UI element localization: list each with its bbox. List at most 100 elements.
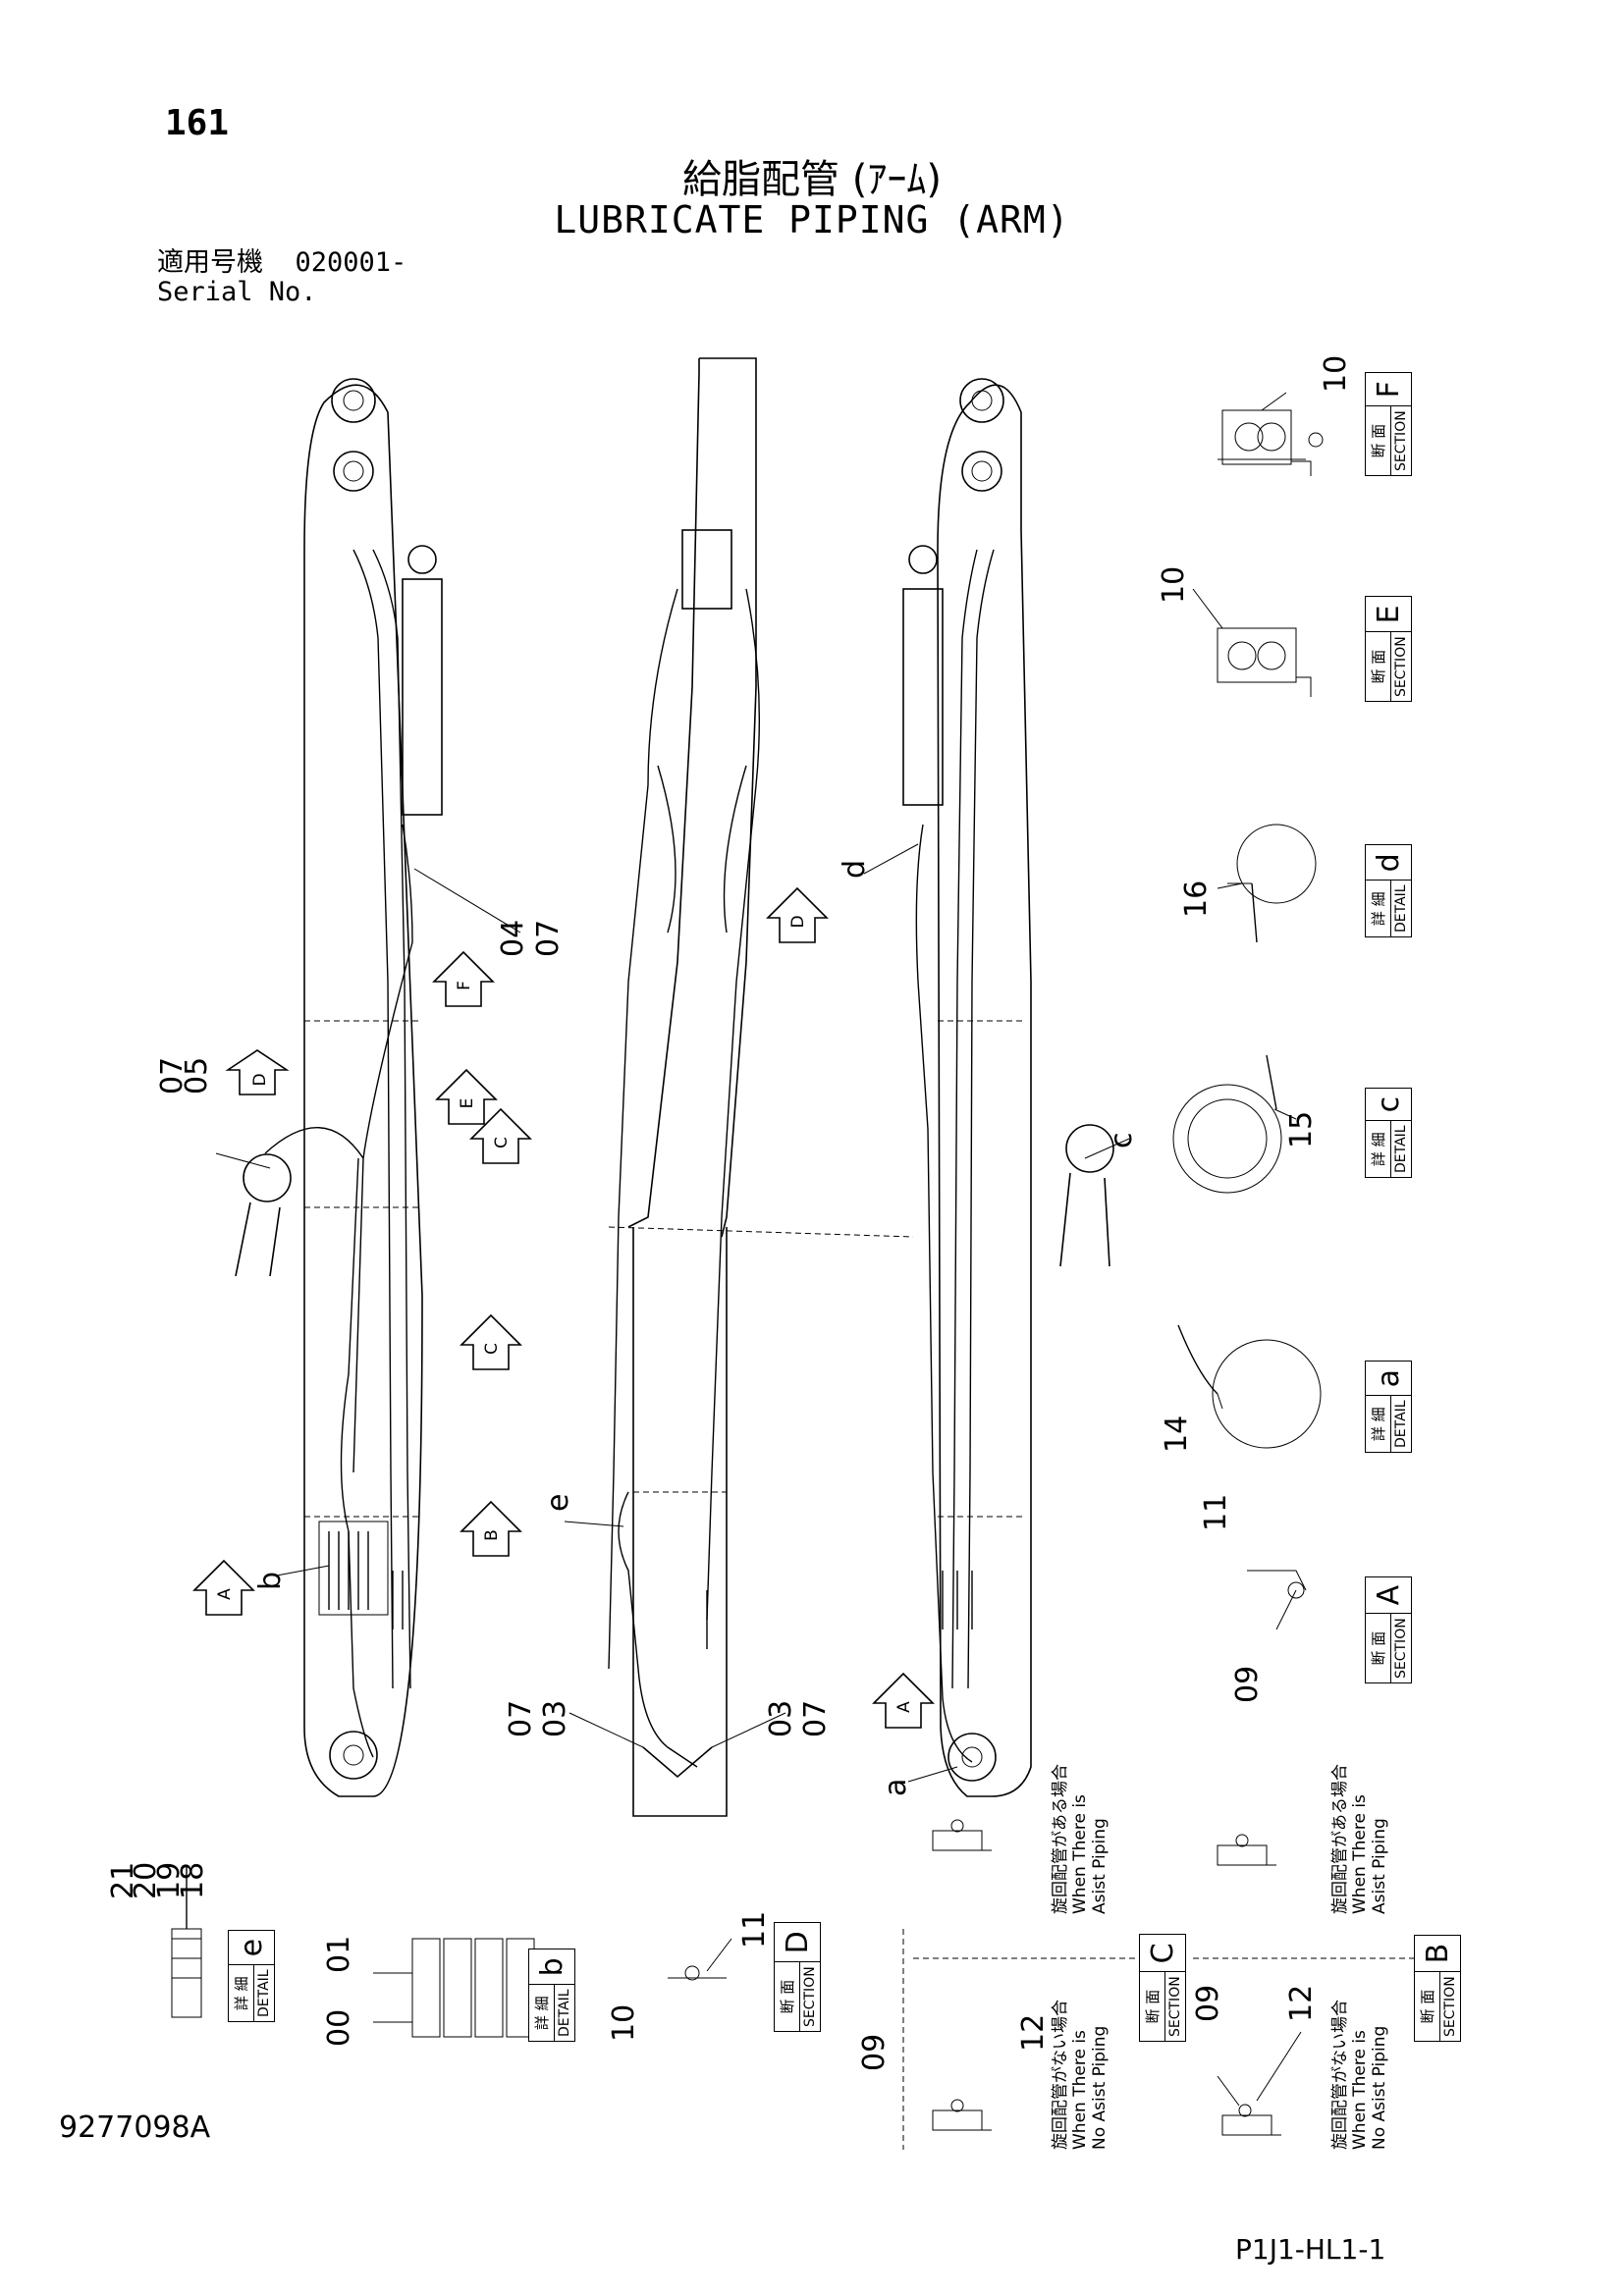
view-arrow-F: F bbox=[432, 950, 495, 1007]
svg-text:A: A bbox=[215, 1588, 235, 1600]
callout-d: d bbox=[838, 843, 919, 879]
svg-text:07: 07 bbox=[155, 1057, 189, 1095]
note-en2: No Asist Piping bbox=[1370, 2025, 1389, 2150]
svg-text:07: 07 bbox=[504, 1700, 538, 1737]
view-arrow-A-right: A bbox=[872, 1672, 935, 1729]
svg-text:A: A bbox=[894, 1701, 914, 1713]
label-jp: 詳 細 bbox=[1366, 1396, 1391, 1452]
svg-text:15: 15 bbox=[1284, 1111, 1319, 1148]
label-letter: c bbox=[1371, 1095, 1406, 1113]
svg-text:05: 05 bbox=[180, 1057, 214, 1095]
section-E-view: 10 bbox=[1157, 566, 1312, 697]
svg-text:19: 19 bbox=[152, 1862, 187, 1899]
label-en: SECTION bbox=[1167, 1976, 1183, 2037]
label-en: DETAIL bbox=[1393, 1125, 1409, 1173]
label-letter: D bbox=[780, 1931, 815, 1954]
label-jp: 詳 細 bbox=[229, 1965, 254, 2021]
label-en: DETAIL bbox=[256, 1969, 272, 2017]
svg-text:09: 09 bbox=[1230, 1666, 1265, 1703]
label-en: DETAIL bbox=[1393, 884, 1409, 933]
label-letter: e bbox=[234, 1938, 269, 1957]
view-arrow-B: B bbox=[460, 1500, 522, 1557]
label-en: SECTION bbox=[1393, 636, 1409, 697]
svg-text:09: 09 bbox=[857, 2034, 892, 2071]
section-C-with-assist bbox=[932, 1819, 992, 1851]
svg-text:07: 07 bbox=[798, 1700, 833, 1737]
section-C-no-assist: 09 12 bbox=[857, 2014, 1051, 2131]
svg-text:a: a bbox=[879, 1779, 913, 1796]
view-arrow-C-lower: C bbox=[460, 1313, 522, 1370]
label-jp: 断 面 bbox=[1140, 1972, 1165, 2041]
section-A-view: 11 09 bbox=[1199, 1494, 1307, 1703]
view-arrow-D-center: D bbox=[766, 886, 829, 943]
view-arrow-C-upper: C bbox=[469, 1107, 532, 1164]
label-en: SECTION bbox=[1442, 1976, 1458, 2037]
serial-label-jp: 適用号機 bbox=[157, 247, 263, 278]
svg-text:12: 12 bbox=[1284, 1985, 1319, 2022]
label-letter: A bbox=[1371, 1584, 1406, 1606]
label-letter: a bbox=[1371, 1369, 1406, 1388]
svg-text:C: C bbox=[492, 1137, 512, 1148]
section-B-with-assist bbox=[1217, 1834, 1276, 1866]
note-B-with-assist: 旋回配管がある場合 When There is Asist Piping bbox=[1330, 1764, 1389, 1914]
arm-side-view-right bbox=[902, 378, 1114, 1797]
title-japanese: 給脂配管 (ｱｰﾑ) bbox=[682, 157, 942, 202]
svg-text:16: 16 bbox=[1179, 881, 1214, 918]
svg-text:E: E bbox=[458, 1098, 477, 1109]
label-jp: 断 面 bbox=[775, 1962, 800, 2031]
svg-text:10: 10 bbox=[1157, 566, 1191, 604]
label-en: SECTION bbox=[1393, 410, 1409, 471]
note-C-no-assist: 旋回配管がない場合 When There is No Asist Piping bbox=[1051, 2000, 1110, 2150]
view-arrow-E: E bbox=[435, 1068, 498, 1125]
label-letter: C bbox=[1145, 1943, 1180, 1964]
svg-text:10: 10 bbox=[607, 2004, 641, 2042]
svg-text:e: e bbox=[541, 1494, 575, 1512]
callout-e: e bbox=[541, 1494, 624, 1527]
label-letter: F bbox=[1371, 381, 1406, 399]
svg-text:C: C bbox=[482, 1343, 502, 1355]
arm-side-view-left bbox=[235, 378, 443, 1797]
svg-text:12: 12 bbox=[1016, 2014, 1051, 2052]
svg-text:14: 14 bbox=[1160, 1415, 1194, 1453]
note-en1: When There is bbox=[1350, 2030, 1370, 2150]
svg-text:03: 03 bbox=[538, 1700, 572, 1737]
callout-a: a bbox=[879, 1766, 958, 1796]
label-jp: 断 面 bbox=[1415, 1972, 1440, 2041]
view-arrows: D F E C C B A D A bbox=[192, 886, 935, 1729]
arm-top-view-center bbox=[608, 357, 914, 1817]
section-B-no-assist: 09 12 bbox=[1191, 1985, 1319, 2136]
label-jp: 断 面 bbox=[1366, 632, 1391, 701]
svg-text:20: 20 bbox=[129, 1862, 163, 1899]
sheet-id: P1J1-HL1-1 bbox=[1235, 2233, 1386, 2266]
svg-text:11: 11 bbox=[1199, 1494, 1233, 1531]
detail-b-view: 01 00 bbox=[322, 1936, 535, 2047]
label-jp: 断 面 bbox=[1366, 406, 1391, 475]
svg-text:D: D bbox=[788, 915, 808, 928]
callout-c: c bbox=[1084, 1133, 1139, 1159]
callout-b: b bbox=[253, 1565, 330, 1590]
view-arrow-D-left: D bbox=[225, 1049, 290, 1095]
label-letter: B bbox=[1420, 1943, 1455, 1964]
note-en1: When There is bbox=[1350, 1794, 1370, 1914]
detail-e-view: 21 20 19 18 bbox=[106, 1862, 210, 2018]
note-jp: 旋回配管がない場合 bbox=[1051, 2000, 1070, 2150]
note-jp: 旋回配管がある場合 bbox=[1051, 1764, 1070, 1914]
svg-text:07: 07 bbox=[531, 920, 566, 957]
title-english: LUBRICATE PIPING (ARM) bbox=[554, 198, 1070, 241]
note-en2: No Asist Piping bbox=[1090, 2025, 1110, 2150]
svg-text:04: 04 bbox=[496, 920, 530, 957]
label-letter: b bbox=[534, 1957, 569, 1977]
note-en1: When There is bbox=[1070, 1794, 1090, 1914]
label-jp: 断 面 bbox=[1366, 1614, 1391, 1682]
page-number: 161 bbox=[165, 103, 230, 143]
note-jp: 旋回配管がない場合 bbox=[1330, 2000, 1350, 2150]
